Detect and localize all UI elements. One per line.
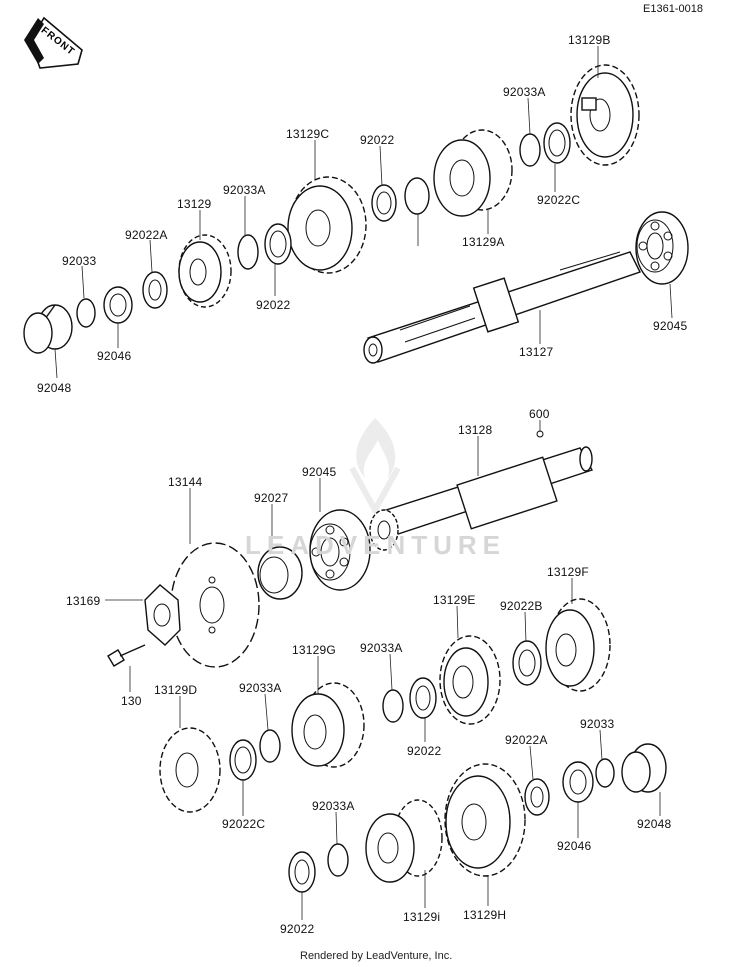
callout-13127: 13127 (519, 345, 554, 359)
circlip-92033A-f (327, 843, 349, 877)
bearing-92045-lower (309, 509, 371, 591)
watermark-logo-icon (349, 418, 401, 517)
washer-92022-b (371, 184, 397, 222)
gear-13129C (287, 176, 367, 274)
callout-92033A: 92033A (312, 799, 355, 813)
callout-92045: 92045 (302, 465, 337, 479)
callout-92027: 92027 (254, 491, 289, 505)
washer-92022-e (288, 851, 316, 893)
collar-92027 (257, 546, 303, 600)
shaft-13127 (363, 251, 641, 364)
callout-92045: 92045 (653, 319, 688, 333)
shaft-13128 (369, 430, 594, 551)
callout-92022: 92022 (407, 744, 442, 758)
callout-13129H: 13129H (463, 908, 507, 922)
callout-92033A: 92033A (503, 85, 546, 99)
callout-13129B: 13129B (568, 33, 611, 47)
callout-13129E: 13129E (433, 593, 476, 607)
collar-92048-lower (621, 743, 667, 793)
gear-13129B (570, 64, 640, 166)
callout-92033A: 92033A (223, 183, 266, 197)
callout-92033: 92033 (62, 254, 97, 268)
watermark-text: LEADVENTURE (245, 530, 507, 560)
collar-92048-upper (23, 304, 73, 354)
gear-13129A (433, 129, 513, 217)
front-arrow-icon (24, 16, 83, 69)
callout-130: 130 (121, 694, 142, 708)
gear-13129E (439, 635, 501, 725)
callout-92033: 92033 (580, 717, 615, 731)
gear-13129D (159, 727, 221, 813)
needle-bearing-92046-lower (562, 761, 594, 803)
callout-13144: 13144 (168, 475, 203, 489)
washer-92022C-lower (229, 739, 257, 781)
callout-13129: 13129 (177, 197, 212, 211)
callout-92046: 92046 (557, 839, 592, 853)
callout-13128: 13128 (458, 423, 493, 437)
circlip-92033-upper (76, 298, 96, 328)
callout-92022A: 92022A (505, 733, 548, 747)
gear-13129F (545, 598, 611, 692)
callout-600: 600 (529, 407, 550, 421)
callout-92022A: 92022A (125, 228, 168, 242)
circlip-92033A-e (259, 729, 281, 763)
callout-92048: 92048 (637, 817, 672, 831)
circlip-92033A-b (404, 177, 430, 215)
gear-13129H (444, 763, 526, 877)
lock-plate-13169 (144, 584, 181, 646)
washer-92022A-lower (524, 778, 550, 816)
circlip-92033A-c (237, 234, 259, 270)
callout-92033A: 92033A (360, 641, 403, 655)
callout-92022: 92022 (280, 922, 315, 936)
washer-92022-d (409, 677, 437, 719)
callout-92022B: 92022B (500, 599, 543, 613)
callout-92048: 92048 (37, 381, 72, 395)
callout-13169: 13169 (66, 594, 101, 608)
callout-92022: 92022 (360, 133, 395, 147)
callout-92022: 92022 (256, 298, 291, 312)
callout-92046: 92046 (97, 349, 132, 363)
footer-credit: Rendered by LeadVenture, Inc. (300, 950, 453, 962)
washer-92022B (512, 640, 542, 686)
bolt-130 (107, 644, 146, 667)
callout-13129C: 13129C (286, 127, 330, 141)
washer-92022-c (264, 223, 292, 265)
callout-92022C: 92022C (222, 817, 266, 831)
callout-13129G: 13129G (292, 643, 336, 657)
callout-13129i: 13129i (403, 910, 441, 924)
callout-92022C: 92022C (537, 193, 581, 207)
gear-13129i (365, 799, 443, 883)
washer-92022A-upper (142, 271, 168, 309)
circlip-92033A-upper (519, 133, 541, 167)
bearing-92045-upper (635, 211, 689, 285)
document-code: E1361-0018 (643, 3, 703, 15)
needle-bearing-92046-upper (103, 286, 133, 324)
leader-lines (54, 46, 673, 920)
circlip-92033-lower (595, 758, 615, 788)
gear-13129G (291, 682, 365, 768)
gear-13129 (178, 234, 232, 308)
callout-13129A: 13129A (462, 235, 505, 249)
callout-13129D: 13129D (154, 683, 198, 697)
sprocket-13144 (170, 542, 260, 668)
callout-13129F: 13129F (547, 565, 589, 579)
callout-92033A: 92033A (239, 681, 282, 695)
ring-92022C-upper (543, 122, 571, 164)
circlip-92033A-d (382, 689, 404, 723)
